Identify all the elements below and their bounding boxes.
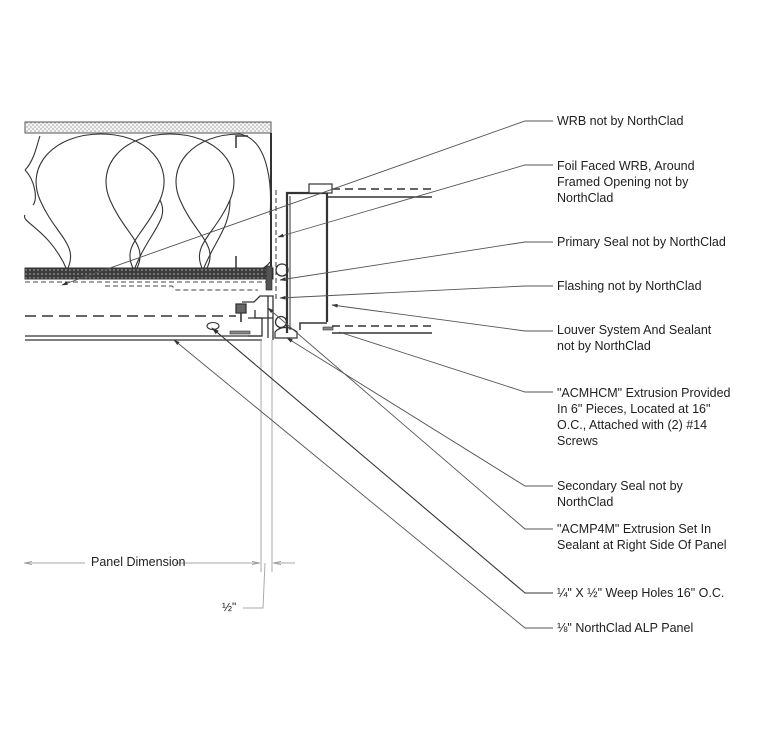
leader-secondary-seal bbox=[286, 337, 553, 487]
callout-weep-holes: ¼" X ½" Weep Holes 16" O.C. bbox=[557, 586, 725, 600]
panel-dimension-label: Panel Dimension bbox=[91, 555, 186, 569]
batt-insulation bbox=[23, 133, 272, 275]
callout-primary-seal: Primary Seal not by NorthClad bbox=[557, 235, 726, 249]
leader-primary-seal bbox=[279, 241, 553, 281]
alp-panel bbox=[25, 315, 262, 341]
callout-alp-panel: ⅛" NorthClad ALP Panel bbox=[557, 621, 694, 635]
leader-alp-panel bbox=[173, 339, 553, 629]
top-sheathing-board bbox=[24, 121, 272, 134]
leader-louver bbox=[331, 303, 553, 332]
callout-louver: Louver System And Sealant not by NorthCl… bbox=[557, 323, 712, 353]
leader-flashing bbox=[279, 285, 553, 300]
dense-sheathing bbox=[24, 267, 274, 291]
sealant-bead bbox=[265, 265, 273, 291]
leader-acmp4m bbox=[267, 307, 553, 530]
gap-dimension-label: ½" bbox=[222, 600, 237, 614]
leader-foil-wrb bbox=[277, 164, 553, 238]
louver-frame bbox=[274, 183, 432, 339]
callout-acmhcm: "ACMHCM" Extrusion Provided In 6" Pieces… bbox=[557, 386, 731, 448]
callout-wrb: WRB not by NorthClad bbox=[557, 114, 684, 128]
callout-foil-wrb: Foil Faced WRB, Around Framed Opening no… bbox=[557, 159, 695, 205]
callout-secondary-seal: Secondary Seal not by NorthClad bbox=[557, 479, 683, 509]
stud-frame bbox=[235, 133, 272, 268]
leader-acmhcm bbox=[338, 331, 553, 393]
leader-lines bbox=[61, 120, 553, 629]
leader-weep-holes bbox=[211, 327, 553, 594]
callout-flashing: Flashing not by NorthClad bbox=[557, 279, 702, 293]
leader-wrb bbox=[61, 120, 553, 286]
callout-acmp4m: "ACMP4M" Extrusion Set In Sealant at Rig… bbox=[557, 522, 727, 552]
